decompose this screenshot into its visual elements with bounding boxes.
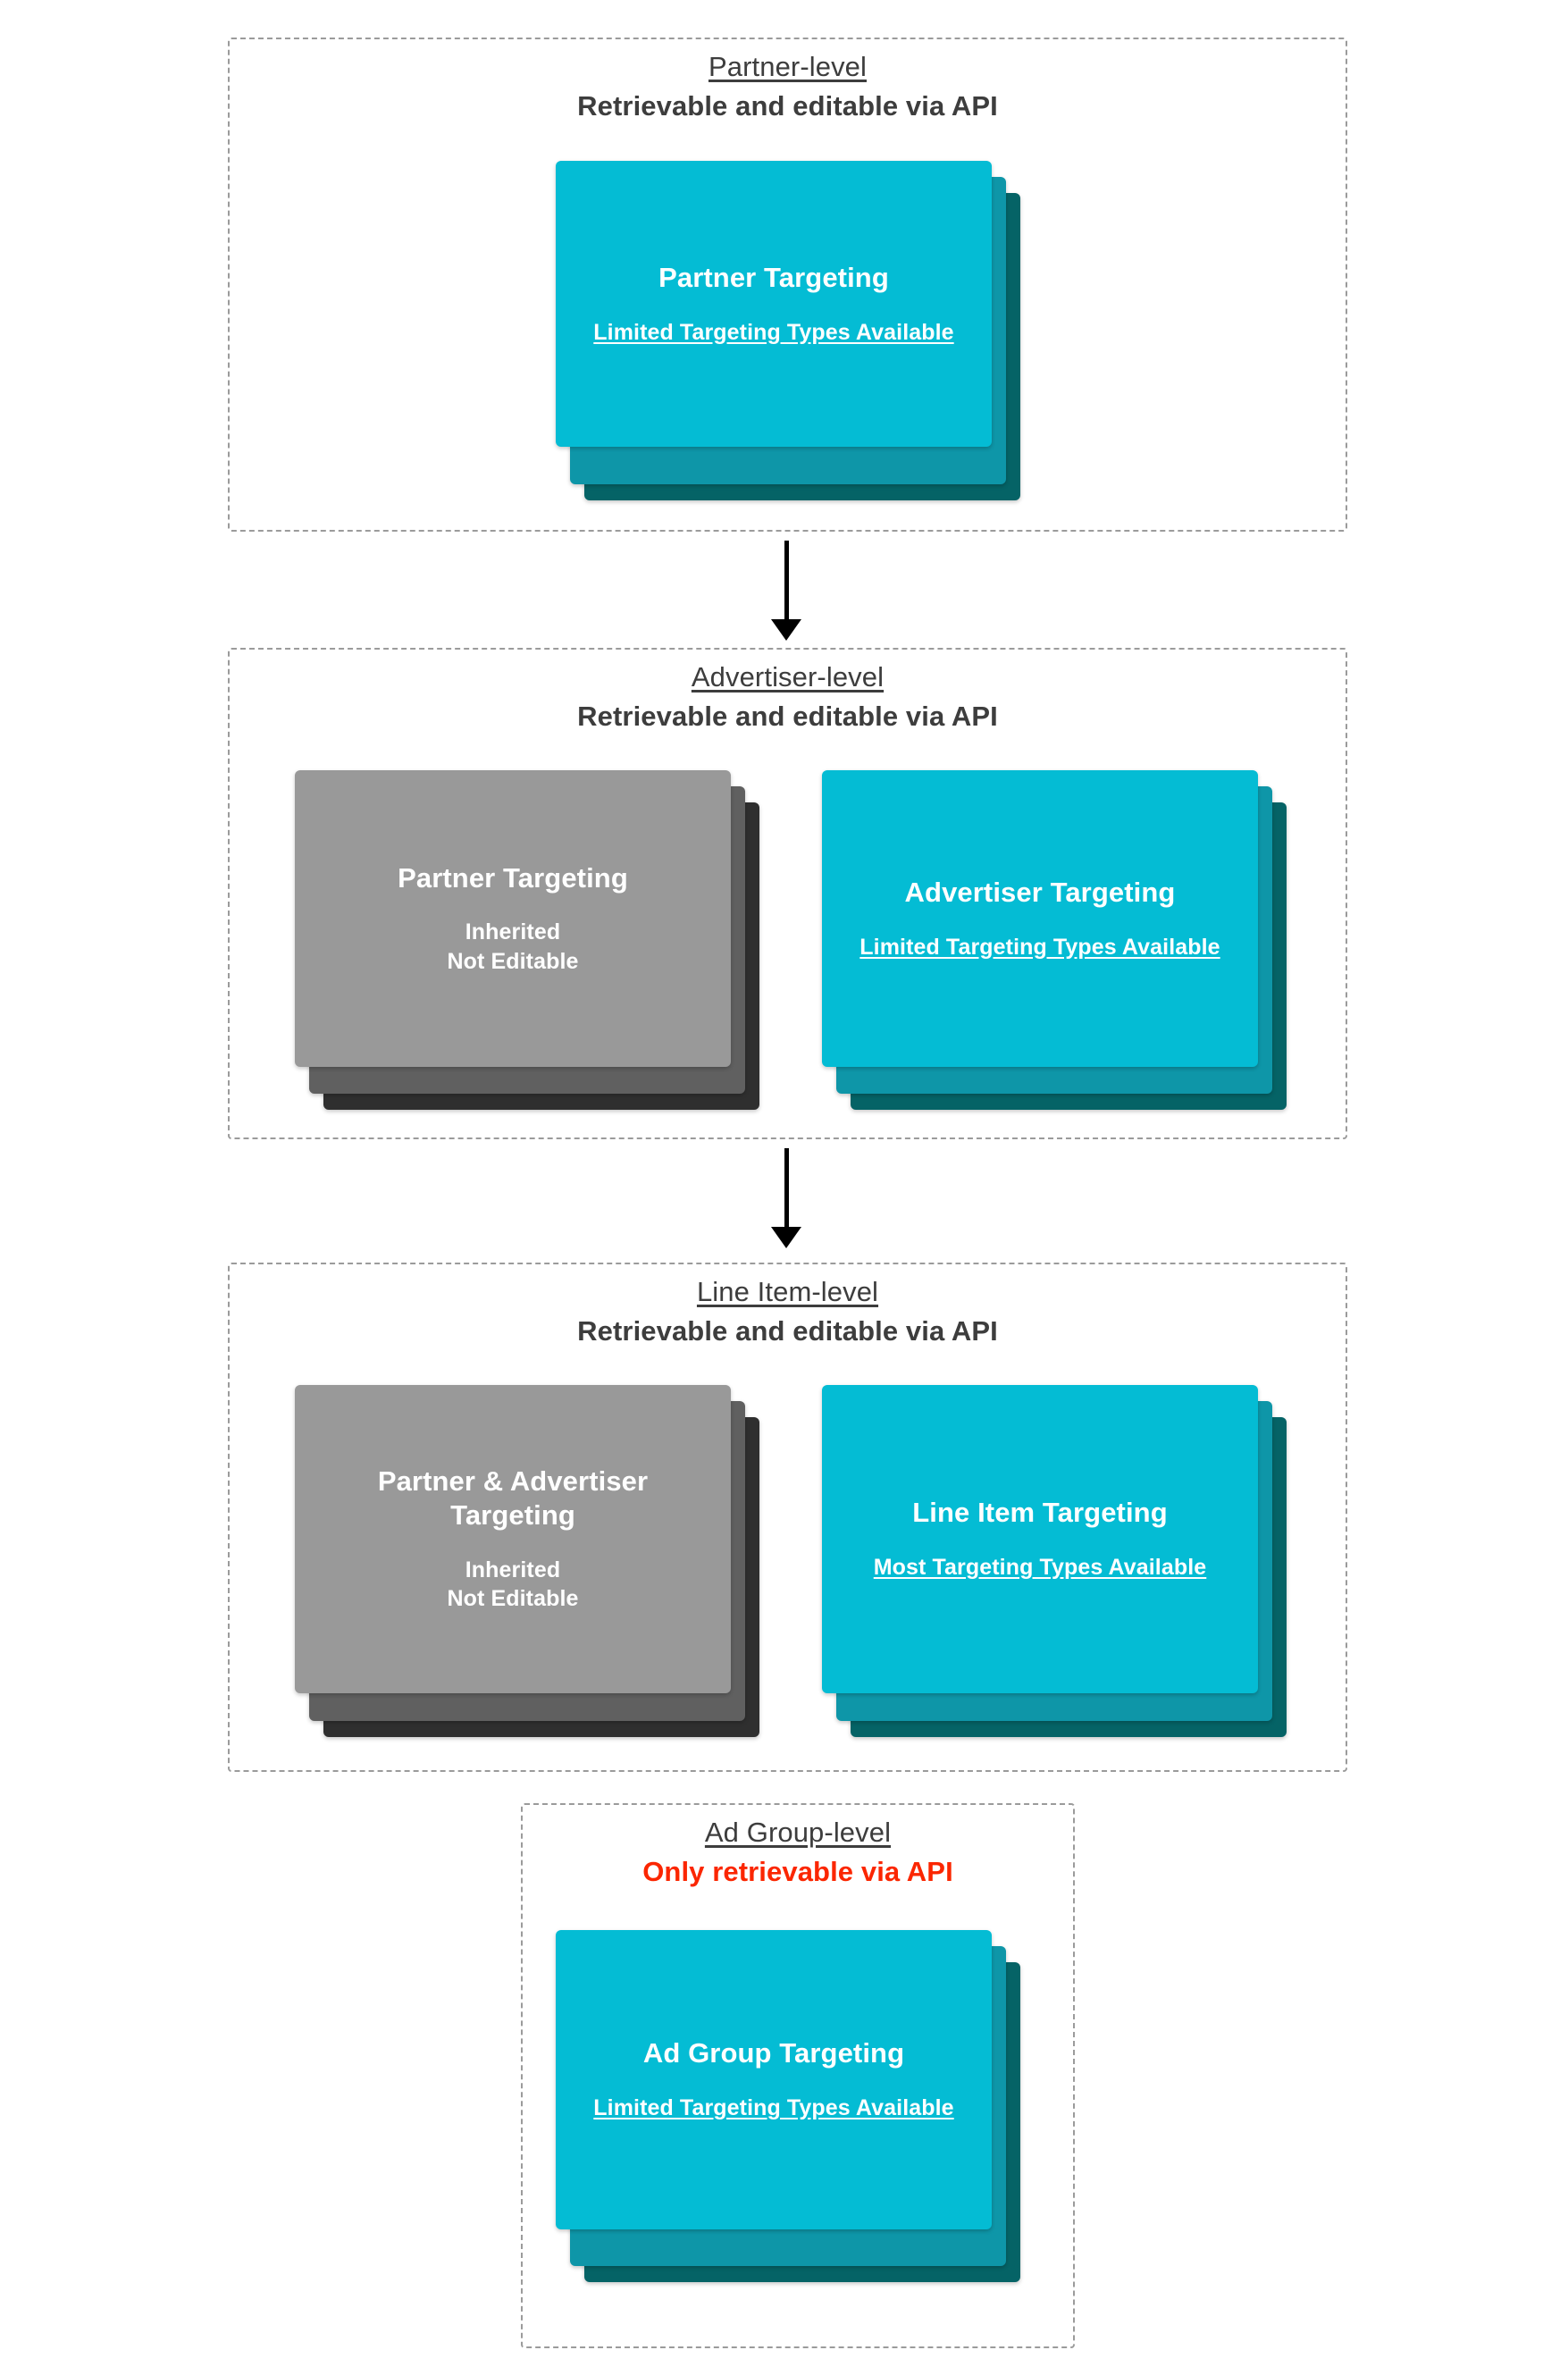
card-subtitle: Limited Targeting Types Available — [593, 2095, 954, 2121]
card-title: Partner Targeting — [398, 861, 628, 894]
connector-advertiser-to-line-item — [759, 1148, 813, 1248]
connector-arrowhead-icon — [771, 619, 801, 641]
level-container-line-item — [228, 1263, 1347, 1772]
card-subtitle: Inherited Not Editable — [447, 1557, 579, 1612]
card-subtitle: Most Targeting Types Available — [873, 1555, 1207, 1581]
card-subtitle: Limited Targeting Types Available — [859, 934, 1220, 960]
level-container-advertiser — [228, 648, 1347, 1139]
level-api-note-advertiser: Retrievable and editable via API — [577, 700, 998, 732]
level-api-note-ad-group: Only retrievable via API — [642, 1855, 953, 1887]
card-stack-advertiser-targeting: Advertiser Targeting Limited Targeting T… — [822, 770, 1287, 1119]
card-title: Partner & Advertiser Targeting — [377, 1465, 649, 1531]
card-title: Ad Group Targeting — [642, 2037, 905, 2069]
card-partner-targeting[interactable]: Partner Targeting Limited Targeting Type… — [556, 161, 992, 447]
card-stack-partner-targeting: Partner Targeting Limited Targeting Type… — [556, 161, 1020, 500]
card-ad-group-targeting[interactable]: Ad Group Targeting Limited Targeting Typ… — [556, 1930, 992, 2229]
card-subtitle: Inherited Not Editable — [447, 919, 579, 974]
level-api-note-line-item: Retrievable and editable via API — [577, 1314, 998, 1347]
connector-arrowhead-icon — [771, 1227, 801, 1248]
connector-line — [784, 541, 789, 623]
level-api-note-partner: Retrievable and editable via API — [577, 89, 998, 122]
card-stack-line-item-targeting: Line Item Targeting Most Targeting Types… — [822, 1385, 1287, 1742]
level-title-line-item: Line Item-level — [696, 1276, 879, 1307]
level-container-ad-group — [521, 1803, 1075, 2348]
card-stack-inherited-partner-targeting: Partner Targeting Inherited Not Editable — [295, 770, 759, 1119]
card-title: Line Item Targeting — [912, 1497, 1168, 1529]
level-title-ad-group: Ad Group-level — [704, 1817, 892, 1848]
card-inherited-partner-targeting[interactable]: Partner Targeting Inherited Not Editable — [295, 770, 731, 1067]
card-inherited-partner-advertiser-targeting[interactable]: Partner & Advertiser Targeting Inherited… — [295, 1385, 731, 1693]
card-stack-inherited-partner-advertiser-targeting: Partner & Advertiser Targeting Inherited… — [295, 1385, 759, 1742]
level-title-advertiser: Advertiser-level — [691, 661, 885, 692]
card-stack-ad-group-targeting: Ad Group Targeting Limited Targeting Typ… — [556, 1930, 1020, 2287]
connector-partner-to-advertiser — [759, 541, 813, 641]
level-container-partner — [228, 38, 1347, 532]
card-title: Partner Targeting — [658, 261, 889, 293]
level-heading-advertiser: Advertiser-level Retrievable and editabl… — [228, 659, 1347, 734]
level-title-partner: Partner-level — [708, 51, 868, 82]
level-heading-line-item: Line Item-level Retrievable and editable… — [228, 1274, 1347, 1348]
card-subtitle: Limited Targeting Types Available — [593, 319, 954, 345]
card-advertiser-targeting[interactable]: Advertiser Targeting Limited Targeting T… — [822, 770, 1258, 1067]
connector-line — [784, 1148, 789, 1230]
card-line-item-targeting[interactable]: Line Item Targeting Most Targeting Types… — [822, 1385, 1258, 1693]
card-title: Advertiser Targeting — [904, 876, 1176, 908]
level-heading-partner: Partner-level Retrievable and editable v… — [228, 49, 1347, 123]
level-heading-ad-group: Ad Group-level Only retrievable via API — [521, 1815, 1075, 1889]
